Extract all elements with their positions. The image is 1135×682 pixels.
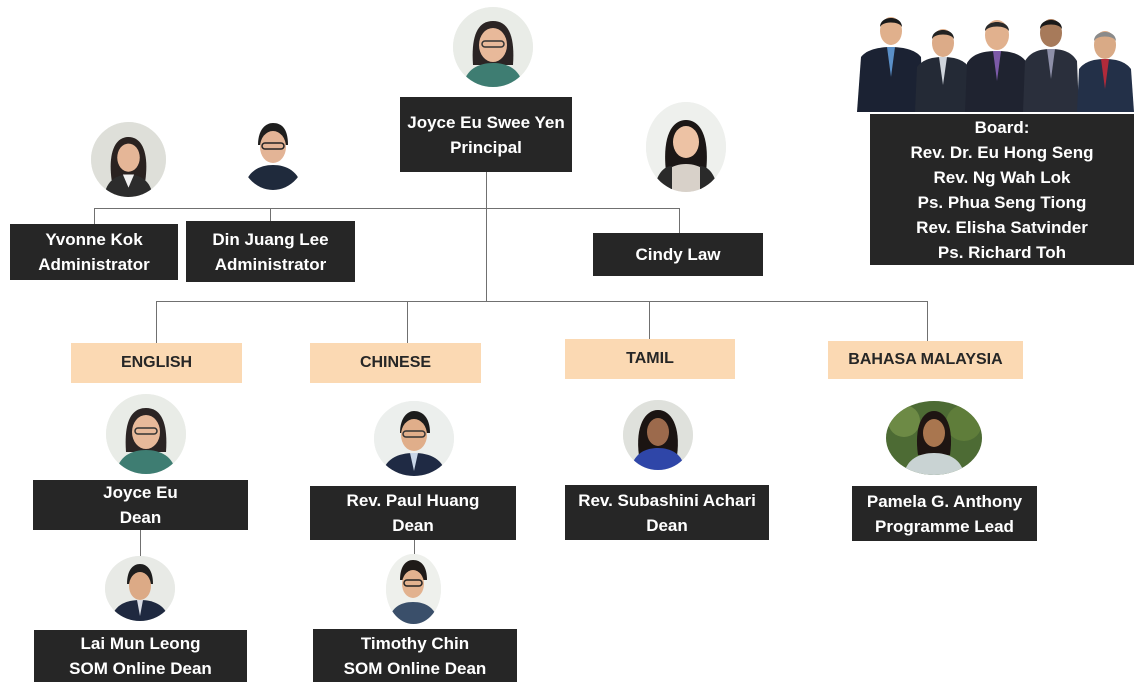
department-label-tamil: TAMIL	[565, 339, 735, 379]
department-label-bahasa-malaysia: BAHASA MALAYSIA	[828, 341, 1023, 379]
lead-box-joyce-eu: Joyce Eu Dean	[33, 480, 248, 530]
cindy-law-photo	[646, 102, 726, 192]
connector-staff-bar	[94, 208, 680, 209]
staff-title: Administrator	[214, 254, 327, 274]
lead-box-pamela-anthony: Pamela G. Anthony Programme Lead	[852, 486, 1037, 541]
yvonne-kok-photo	[91, 122, 166, 197]
connector-chinese-online	[414, 540, 415, 554]
online-dean-title: SOM Online Dean	[69, 659, 212, 678]
principal-box: Joyce Eu Swee Yen Principal	[400, 97, 572, 172]
online-dean-name: Timothy Chin	[360, 633, 470, 653]
lead-title: Programme Lead	[875, 516, 1014, 536]
lead-box-paul-huang: Rev. Paul Huang Dean	[310, 486, 516, 540]
staff-name: Cindy Law	[635, 245, 721, 264]
connector-staff-3	[679, 208, 680, 234]
board-member: Rev. Dr. Eu Hong Seng	[910, 142, 1094, 162]
connector-bahasa	[927, 301, 928, 341]
department-label-chinese: CHINESE	[310, 343, 481, 383]
principal-photo	[453, 7, 533, 87]
board-member: Rev. Ng Wah Lok	[933, 167, 1071, 187]
board-member: Ps. Phua Seng Tiong	[917, 192, 1087, 212]
subashini-achari-photo	[623, 400, 693, 470]
staff-name: Yvonne Kok	[45, 230, 143, 249]
timothy-chin-photo	[386, 554, 441, 624]
board-member: Ps. Richard Toh	[937, 242, 1067, 262]
lead-name: Joyce Eu	[103, 483, 178, 502]
staff-box-yvonne-kok: Yvonne Kok Administrator	[10, 224, 178, 280]
board-member: Rev. Elisha Satvinder	[916, 217, 1088, 237]
connector-principal-down	[486, 172, 487, 302]
online-dean-box-timothy-chin: Timothy Chin SOM Online Dean	[313, 629, 517, 682]
staff-box-cindy-law: Cindy Law	[593, 233, 763, 276]
connector-department-bar	[156, 301, 928, 302]
lead-title: Dean	[646, 515, 688, 535]
department-label-english: ENGLISH	[71, 343, 242, 383]
board-group-photo	[857, 5, 1134, 112]
din-juang-lee-photo	[240, 115, 306, 190]
staff-title: Administrator	[38, 255, 150, 274]
principal-title: Principal	[450, 137, 522, 157]
connector-chinese	[407, 301, 408, 343]
connector-staff-2	[270, 208, 271, 221]
connector-english	[156, 301, 157, 343]
connector-english-online	[140, 530, 141, 558]
lead-box-subashini-achari: Rev. Subashini Achari Dean	[565, 485, 769, 540]
pamela-anthony-photo	[886, 401, 982, 475]
lead-name: Rev. Paul Huang	[346, 491, 480, 510]
paul-huang-photo	[374, 401, 454, 476]
connector-tamil	[649, 301, 650, 339]
board-heading: Board:	[974, 117, 1030, 137]
lead-title: Dean	[392, 516, 434, 535]
lai-mun-leong-photo	[105, 556, 175, 621]
online-dean-name: Lai Mun Leong	[80, 634, 201, 653]
online-dean-box-lai-mun-leong: Lai Mun Leong SOM Online Dean	[34, 630, 247, 682]
lead-title: Dean	[119, 508, 162, 527]
connector-staff-1	[94, 208, 95, 225]
online-dean-title: SOM Online Dean	[343, 658, 487, 678]
principal-name: Joyce Eu Swee Yen	[407, 112, 565, 132]
board-box: Board: Rev. Dr. Eu Hong Seng Rev. Ng Wah…	[870, 114, 1134, 265]
staff-name: Din Juang Lee	[212, 229, 329, 249]
staff-box-din-juang-lee: Din Juang Lee Administrator	[186, 221, 355, 282]
lead-name: Rev. Subashini Achari	[578, 490, 756, 510]
joyce-eu-photo	[106, 394, 186, 474]
lead-name: Pamela G. Anthony	[866, 491, 1023, 511]
